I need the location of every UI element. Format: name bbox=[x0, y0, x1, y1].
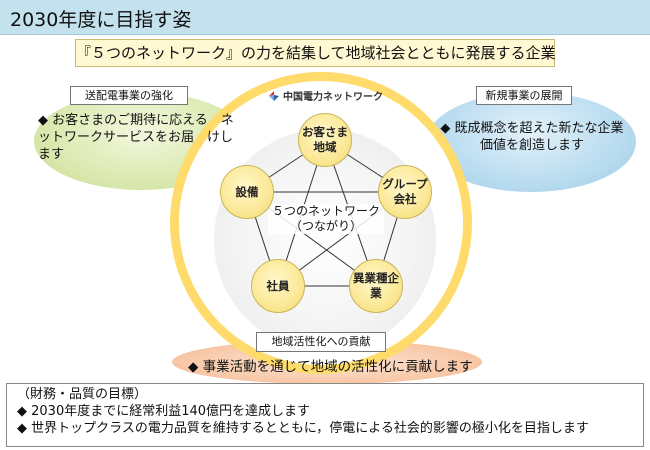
node-customers-community: お客さま地域 bbox=[298, 113, 352, 167]
bullet-new-business: ◆ 既成概念を超えた新たな企業価値を創造します bbox=[440, 121, 624, 153]
goals-heading: （財務・品質の目標） bbox=[17, 387, 148, 402]
bullet-transmission: ◆ お客さまのご期待に応える ネットワークサービスをお届 けします bbox=[38, 113, 234, 162]
node-group-companies: グループ会社 bbox=[378, 165, 432, 219]
node-other-industries: 異業種企業 bbox=[349, 259, 403, 313]
chugoku-electric-logo-icon bbox=[269, 91, 279, 101]
bullet-regional-contribution: ◆ 事業活動を通じて地域の活性化に貢献します bbox=[188, 359, 473, 375]
vision-banner: 『５つのネットワーク』の力を結集して地域社会とともに発展する企業 bbox=[75, 39, 556, 67]
page-title: 2030年度に目指す姿 bbox=[10, 9, 192, 31]
title-bar: 2030年度に目指す姿 bbox=[0, 0, 650, 35]
financial-quality-goals: （財務・品質の目標） ◆ 2030年度までに経常利益140億円を達成します ◆ … bbox=[6, 383, 644, 447]
network-center-label: ５つのネットワーク（つながり） bbox=[268, 204, 384, 234]
label-transmission: 送配電事業の強化 bbox=[70, 86, 188, 105]
logo-text: 中国電力ネットワーク bbox=[283, 92, 383, 103]
label-regional-contribution: 地域活性化への貢献 bbox=[256, 332, 386, 352]
node-employees: 社員 bbox=[251, 259, 305, 313]
goal-item: ◆ 世界トップクラスの電力品質を維持するとともに，停電による社会的影響の極小化を… bbox=[17, 421, 589, 436]
label-new-business: 新規事業の展開 bbox=[476, 86, 572, 105]
node-facilities: 設備 bbox=[220, 165, 274, 219]
goal-item: ◆ 2030年度までに経常利益140億円を達成します bbox=[17, 404, 311, 419]
company-logo: 中国電力ネットワーク bbox=[268, 88, 383, 103]
